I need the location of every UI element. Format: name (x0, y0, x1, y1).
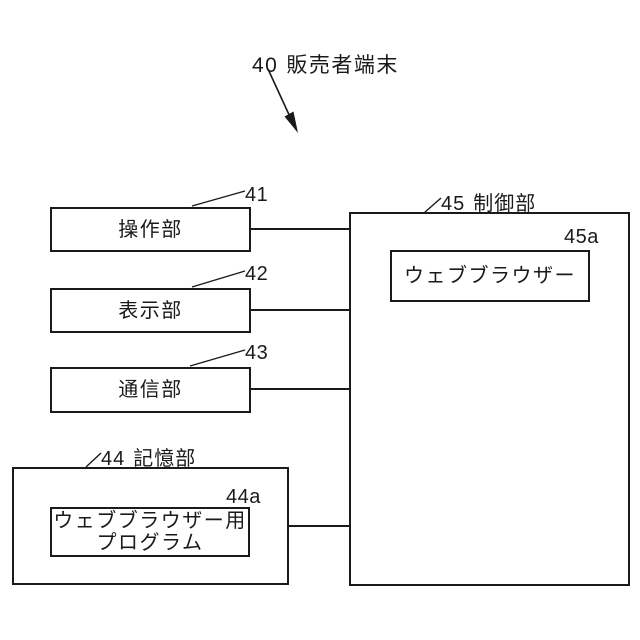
ref-44-label: 44 (101, 448, 126, 470)
terminal-pointer-arrow-shaft (267, 68, 292, 120)
communication-unit-label: 通信部 (118, 379, 183, 401)
operation-unit-label: 操作部 (118, 218, 183, 241)
display-unit-box: 表示部 (50, 288, 251, 333)
storage-unit-name: 記憶部 (133, 448, 197, 470)
terminal-pointer-arrow-head-icon (284, 111, 298, 133)
display-unit-label: 表示部 (118, 299, 183, 322)
ref-45a-label: 45a (564, 226, 599, 248)
browser-program-box: ウェブブラウザー用プログラム (50, 507, 250, 557)
browser-program-label: ウェブブラウザー用プログラム (53, 510, 247, 554)
ref-42-label: 42 (245, 263, 269, 285)
leader-line-44 (85, 452, 102, 468)
seller-terminal-label: 販売者端末 (286, 54, 399, 77)
communication-unit-box: 通信部 (50, 367, 251, 413)
ref-41-label: 41 (245, 184, 269, 206)
leader-line-41 (191, 190, 246, 207)
ref-44a-label: 44a (226, 486, 261, 508)
leader-line-42 (191, 270, 246, 288)
storage-unit-title: 44 記憶部 (101, 442, 196, 471)
web-browser-label: ウェブブラウザー (404, 265, 576, 287)
web-browser-box: ウェブブラウザー (390, 250, 590, 302)
control-unit-name: 制御部 (473, 193, 537, 215)
ref-43-label: 43 (245, 342, 269, 364)
ref-45-label: 45 (441, 193, 466, 215)
seller-terminal-ref-number: 40 (252, 54, 279, 77)
control-unit-title: 45 制御部 (441, 187, 536, 216)
leader-line-43 (189, 349, 246, 367)
operation-unit-box: 操作部 (50, 207, 251, 252)
seller-terminal-title: 40 販売者端末 (252, 49, 399, 79)
leader-line-45 (423, 197, 442, 214)
